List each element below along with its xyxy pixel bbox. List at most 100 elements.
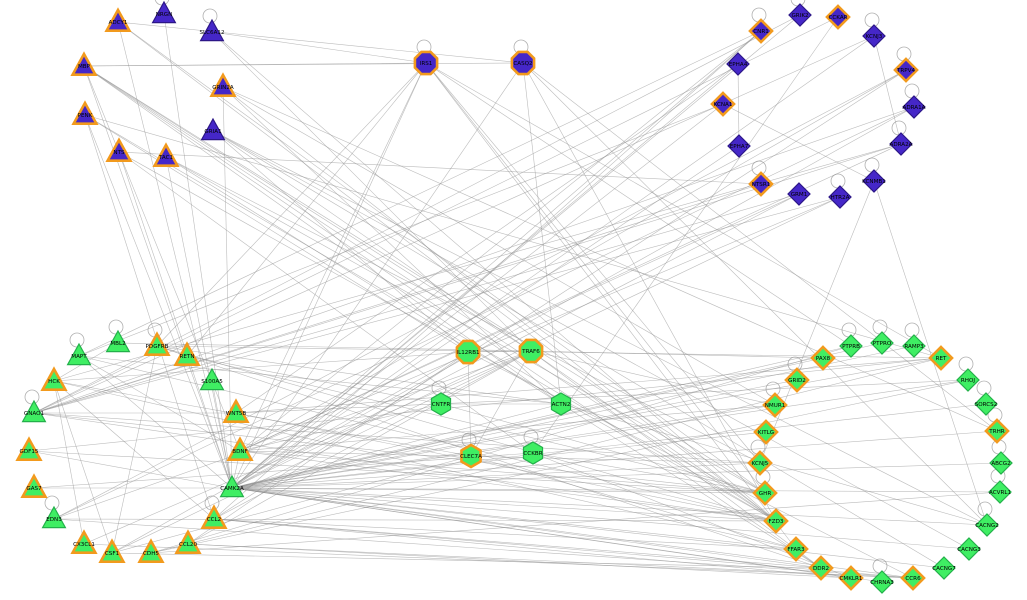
diamond-node-shape: [748, 18, 774, 44]
edge: [213, 518, 797, 550]
edge: [33, 183, 762, 414]
edge: [231, 345, 852, 489]
edge: [231, 403, 987, 489]
node-gnao1[interactable]: GNAO1: [21, 399, 47, 423]
edge: [213, 518, 822, 569]
node-ghr[interactable]: GHR: [752, 480, 778, 506]
triangle-node-shape: [70, 529, 98, 554]
node-mbp[interactable]: MBP: [70, 51, 98, 76]
edge: [211, 380, 233, 489]
node-cacng3[interactable]: CACNG3: [957, 537, 981, 561]
node-grm1[interactable]: GRM1: [787, 182, 811, 206]
edge: [211, 31, 427, 64]
node-gria1[interactable]: GRIA1: [200, 117, 226, 141]
node-ptpro[interactable]: PTPRO: [870, 331, 894, 355]
node-irs1[interactable]: IRS1: [413, 50, 439, 76]
node-kcna1[interactable]: KCNA1: [710, 91, 736, 117]
edge: [212, 130, 988, 526]
self-loop-edge: [24, 389, 40, 405]
edge: [84, 114, 215, 520]
self-loop-edge: [154, 0, 170, 6]
node-chrna3[interactable]: CHRNA3: [870, 570, 894, 594]
node-kcnj3[interactable]: KCNJ3: [862, 24, 886, 48]
node-mapt[interactable]: MAPT: [66, 342, 92, 366]
node-wnt5b[interactable]: WNT5B: [222, 398, 250, 423]
node-gas7[interactable]: GAS7: [20, 473, 48, 498]
node-edn3[interactable]: EDN3: [41, 505, 67, 529]
self-loop-edge: [904, 322, 920, 338]
node-cntfr[interactable]: CNTFR: [430, 392, 452, 416]
node-cacng7[interactable]: CACNG7: [932, 556, 956, 580]
node-gdf15[interactable]: GDF15: [15, 436, 43, 461]
node-ptprb[interactable]: PTPRB: [839, 334, 863, 358]
triangle-node-shape: [151, 0, 177, 24]
diamond-node-shape: [974, 392, 998, 416]
node-acvrl1[interactable]: ACVRL1: [988, 480, 1012, 504]
node-slc6a12[interactable]: SLC6A12: [199, 18, 225, 42]
edge: [231, 62, 427, 489]
node-kcnmb1[interactable]: KCNMB1: [862, 169, 886, 193]
self-loop-edge: [872, 319, 888, 335]
node-trpv4[interactable]: TRPV4: [893, 57, 919, 83]
hexagon-node-shape: [522, 441, 544, 465]
self-loop-edge: [69, 332, 85, 348]
node-cmklr1[interactable]: CMKLR1: [838, 565, 864, 591]
triangle-node-shape: [41, 505, 67, 529]
node-ccl2[interactable]: CCL2: [200, 504, 228, 529]
edge: [211, 31, 777, 522]
node-grid2[interactable]: GRID2: [784, 367, 810, 393]
diamond-node-shape: [893, 57, 919, 83]
node-trhr[interactable]: TRHR: [984, 418, 1010, 444]
edge: [759, 180, 875, 464]
node-cckbr[interactable]: CCKBR: [522, 441, 544, 465]
triangle-node-shape: [137, 538, 165, 563]
edge: [78, 355, 777, 522]
node-clec7a[interactable]: CLEC7A: [460, 443, 482, 469]
edge: [83, 65, 777, 522]
node-penk[interactable]: PENK: [71, 100, 99, 125]
node-sorcs2[interactable]: SORCS2: [974, 392, 998, 416]
edge: [239, 450, 777, 522]
node-htr2a[interactable]: HTR2A: [828, 185, 852, 209]
node-hck[interactable]: HCK: [40, 366, 68, 391]
node-cnr1[interactable]: CNR1: [748, 18, 774, 44]
node-il12rb1[interactable]: IL12RB1: [455, 339, 481, 365]
node-ret[interactable]: RET: [928, 345, 954, 371]
triangle-node-shape: [199, 18, 225, 42]
self-loop-edge: [958, 356, 974, 372]
edge: [150, 379, 969, 554]
edge: [84, 114, 233, 489]
node-cx3cl1[interactable]: CX3CL1: [70, 529, 98, 554]
node-ccl20[interactable]: CCL20: [174, 529, 202, 554]
node-s100a5[interactable]: S100A5: [199, 367, 225, 391]
edge: [84, 114, 777, 522]
edge: [425, 62, 942, 359]
node-rhoj[interactable]: RHOJ: [956, 368, 980, 392]
node-csf1[interactable]: CSF1: [98, 538, 126, 563]
node-adra2a[interactable]: ADRA2A: [889, 132, 913, 156]
node-tac1[interactable]: TAC1: [152, 142, 180, 167]
node-traf6[interactable]: TRAF6: [518, 338, 544, 364]
node-cacng2[interactable]: CACNG2: [975, 513, 999, 537]
node-nrgn[interactable]: NRGN: [151, 0, 177, 24]
node-adra1a[interactable]: ADRA1A: [902, 95, 926, 119]
node-grik2[interactable]: GRIK2: [788, 3, 812, 27]
node-casq2[interactable]: CASQ2: [510, 50, 536, 76]
edge: [53, 106, 915, 520]
node-actn2[interactable]: ACTN2: [550, 392, 572, 416]
diamond-node-shape: [975, 513, 999, 537]
edge: [118, 151, 233, 489]
edge: [231, 404, 776, 489]
edge: [425, 62, 766, 494]
edge: [211, 31, 532, 352]
triangle-node-shape: [105, 137, 133, 162]
node-cckar[interactable]: CCKAR: [825, 4, 851, 30]
triangle-node-shape: [200, 504, 228, 529]
node-ffar3[interactable]: FFAR3: [783, 536, 809, 562]
node-epha4[interactable]: EPHA4: [726, 52, 750, 76]
node-ccr6[interactable]: CCR6: [900, 565, 926, 591]
node-grin2a[interactable]: GRIN2A: [209, 72, 237, 97]
edge: [231, 487, 797, 550]
node-adcy1[interactable]: ADCY1: [104, 7, 132, 32]
